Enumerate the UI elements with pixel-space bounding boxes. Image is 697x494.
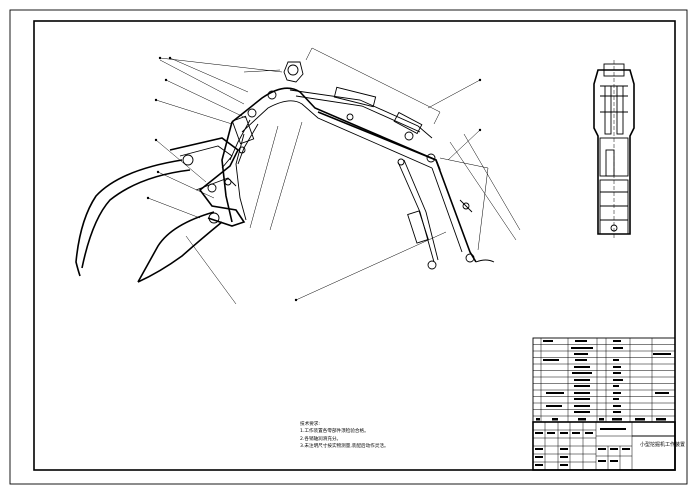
grapple-frame <box>169 137 246 227</box>
link-block <box>231 115 255 145</box>
lower-claw-outer <box>137 211 215 283</box>
lower-claw-inner <box>137 221 223 283</box>
link-1 <box>229 119 251 161</box>
pin-cyl-top <box>397 158 405 166</box>
leader-lines <box>146 56 482 305</box>
bucket-cylinder-body <box>407 210 429 244</box>
dim-boom <box>249 121 303 231</box>
stick-link <box>459 199 473 213</box>
side-view <box>593 60 635 240</box>
dim-stick <box>449 133 521 241</box>
bucket-cylinder <box>397 161 435 263</box>
boom-lower-inner <box>235 133 247 221</box>
bom-table <box>532 337 676 423</box>
pin-stick <box>462 202 470 210</box>
upper-tine-outer <box>75 159 183 277</box>
main-view <box>75 47 521 305</box>
outer-border <box>9 9 688 485</box>
side-rod <box>605 149 615 177</box>
pin-a <box>267 90 277 100</box>
pin-cyl-bottom <box>427 260 437 270</box>
side-cyl-left <box>604 85 612 135</box>
dim-top <box>311 47 441 113</box>
stick-tip <box>475 259 495 263</box>
grapple-link <box>195 177 237 191</box>
grapple-frame-inner <box>179 145 233 169</box>
tech-req-item-1: 1.工作装置各零部件须检验合格。 <box>300 429 369 435</box>
pin-boom-tip <box>426 153 436 163</box>
pin-stick-end <box>465 253 475 263</box>
stick-cylinder-rod <box>289 89 433 139</box>
side-cyl-right <box>616 85 624 135</box>
dim-stick-2 <box>439 157 489 251</box>
inner-border <box>33 20 676 471</box>
pin-d <box>404 131 414 141</box>
stick-cylinder-rod-2 <box>295 95 421 133</box>
boom-inner-edge <box>241 100 433 169</box>
stick-cylinder-end <box>393 111 423 135</box>
technical-requirements: 技术要求: 1.工作装置各零部件须检验合格。 2.各销轴润滑充分。 3.未注明尺… <box>300 421 389 450</box>
pin-b <box>247 108 257 118</box>
bucket-cylinder-2 <box>403 159 439 261</box>
side-view-outline <box>593 69 635 235</box>
boom-lug <box>283 61 304 83</box>
dim-top-ext <box>305 47 441 125</box>
title-block-name: 小型挖掘机工作装置 <box>640 442 686 448</box>
title-block <box>532 421 676 471</box>
stick-inner <box>431 167 463 253</box>
tech-req-heading: 技术要求: <box>300 422 320 427</box>
pin-grapple-1 <box>182 154 194 166</box>
upper-tine-inner <box>81 169 191 269</box>
pin-grapple-3 <box>208 212 220 224</box>
tech-req-item-2: 2.各销轴润滑充分。 <box>300 436 342 442</box>
pin-c <box>346 113 354 121</box>
stick-outer <box>317 111 477 263</box>
pin-boom-top <box>287 64 299 76</box>
pin-f <box>224 178 232 186</box>
tech-req-item-3: 3.未注明尺寸按实物测量,装配后动作灵活。 <box>300 443 389 449</box>
pin-e <box>238 146 246 154</box>
boom-top-edge <box>231 87 441 171</box>
stick-cylinder-body <box>333 86 377 108</box>
